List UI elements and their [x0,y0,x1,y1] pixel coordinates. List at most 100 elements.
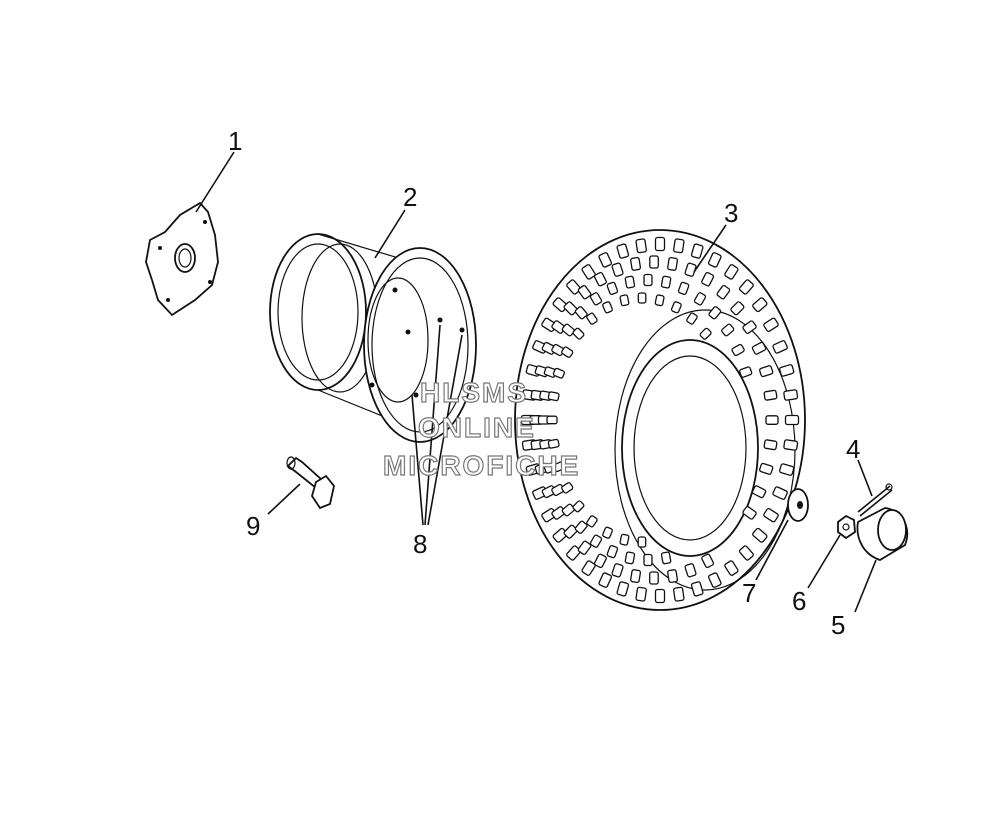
tread-block [731,343,745,357]
tire-part [514,229,806,611]
tread-block [577,285,592,300]
callout-labels: 1 2 3 4 5 6 7 8 9 [228,126,860,640]
leader-4 [857,459,873,497]
tread-block [739,366,753,378]
tread-block [660,275,672,289]
tread-block [547,391,560,402]
leader-lines [195,151,877,613]
tread-block [701,271,715,287]
tread-block [721,323,735,337]
tread-block [561,482,574,494]
tread-block [552,461,566,473]
leader-1 [195,151,235,213]
tread-block [649,255,659,269]
tread-block [598,252,612,268]
tread-block [751,485,767,499]
tread-block [611,563,624,578]
tread-block [572,500,585,513]
tread-block [708,306,722,320]
tread-block [742,320,757,334]
tread-block [561,346,574,358]
leader-8a [411,394,424,526]
tread-block [637,292,647,304]
tread-block [602,301,613,314]
tread-block [667,256,679,271]
tread-block [763,317,779,332]
tread-block [738,279,754,295]
callout-6: 6 [792,586,806,616]
tread-block [589,534,603,548]
tread-block [616,243,630,259]
tread-block [566,545,582,561]
tread-block [619,294,630,307]
leader-9 [267,483,301,515]
tread-block [619,533,630,546]
leader-3 [693,224,727,273]
hub-plate-part [145,201,219,317]
tread-block [677,281,690,296]
tread-block [673,238,685,254]
callout-4: 4 [846,434,860,464]
watermark-line-2: ONLINE [418,412,536,443]
tread-block [716,284,731,300]
tread-block [763,439,778,451]
callout-2: 2 [403,182,417,212]
tread-block [654,294,665,307]
tread-block [602,526,613,539]
tread-block [547,438,560,449]
tread-block [708,572,722,588]
valve-stem-part [286,456,335,510]
tread-block [751,341,767,355]
tread-block [693,292,707,306]
tread-block [630,256,642,271]
tread-block [708,252,722,268]
tread-block [759,462,774,475]
tread-block [635,238,647,254]
tread-block [783,439,799,451]
tread-block [772,340,788,354]
tread-block [635,586,647,602]
tread-block [552,367,566,379]
tread-block [690,581,704,597]
tread-block [742,506,757,520]
tread-block [724,264,739,280]
leader-7 [755,519,789,581]
tread-block [616,581,630,597]
tread-block [654,236,666,252]
tread-block [779,463,795,476]
hub-cap-part [856,507,909,561]
tread-block [779,364,795,377]
tread-block [763,508,779,523]
leader-2 [374,209,406,259]
tread-block [598,572,612,588]
tread-block [574,306,588,320]
callout-5: 5 [831,610,845,640]
tread-block [667,569,679,584]
tread-block [701,553,715,569]
watermark: HLSMS ONLINE MICROFICHE [382,376,580,481]
tread-block [611,262,624,277]
tread-block [624,275,636,289]
tread-block [606,281,619,296]
tread-block [630,569,642,584]
tread-block [772,486,788,500]
tread-block [577,540,592,555]
watermark-line-3: MICROFICHE [383,450,580,481]
tread-block [759,365,774,378]
tread-block [586,515,598,528]
tread-block [783,389,799,401]
tread-block [649,571,659,585]
callout-9: 9 [246,511,260,541]
tread-block [730,301,745,316]
tread-block [752,297,768,313]
tread-block [572,327,585,340]
tread-block [581,264,596,280]
tread-block [593,553,607,569]
tread-block [643,273,653,287]
tread-block [765,415,779,425]
washer-part [787,488,809,522]
tread-block [546,415,558,425]
tread-block [684,563,697,578]
castle-nut-part [837,514,856,540]
